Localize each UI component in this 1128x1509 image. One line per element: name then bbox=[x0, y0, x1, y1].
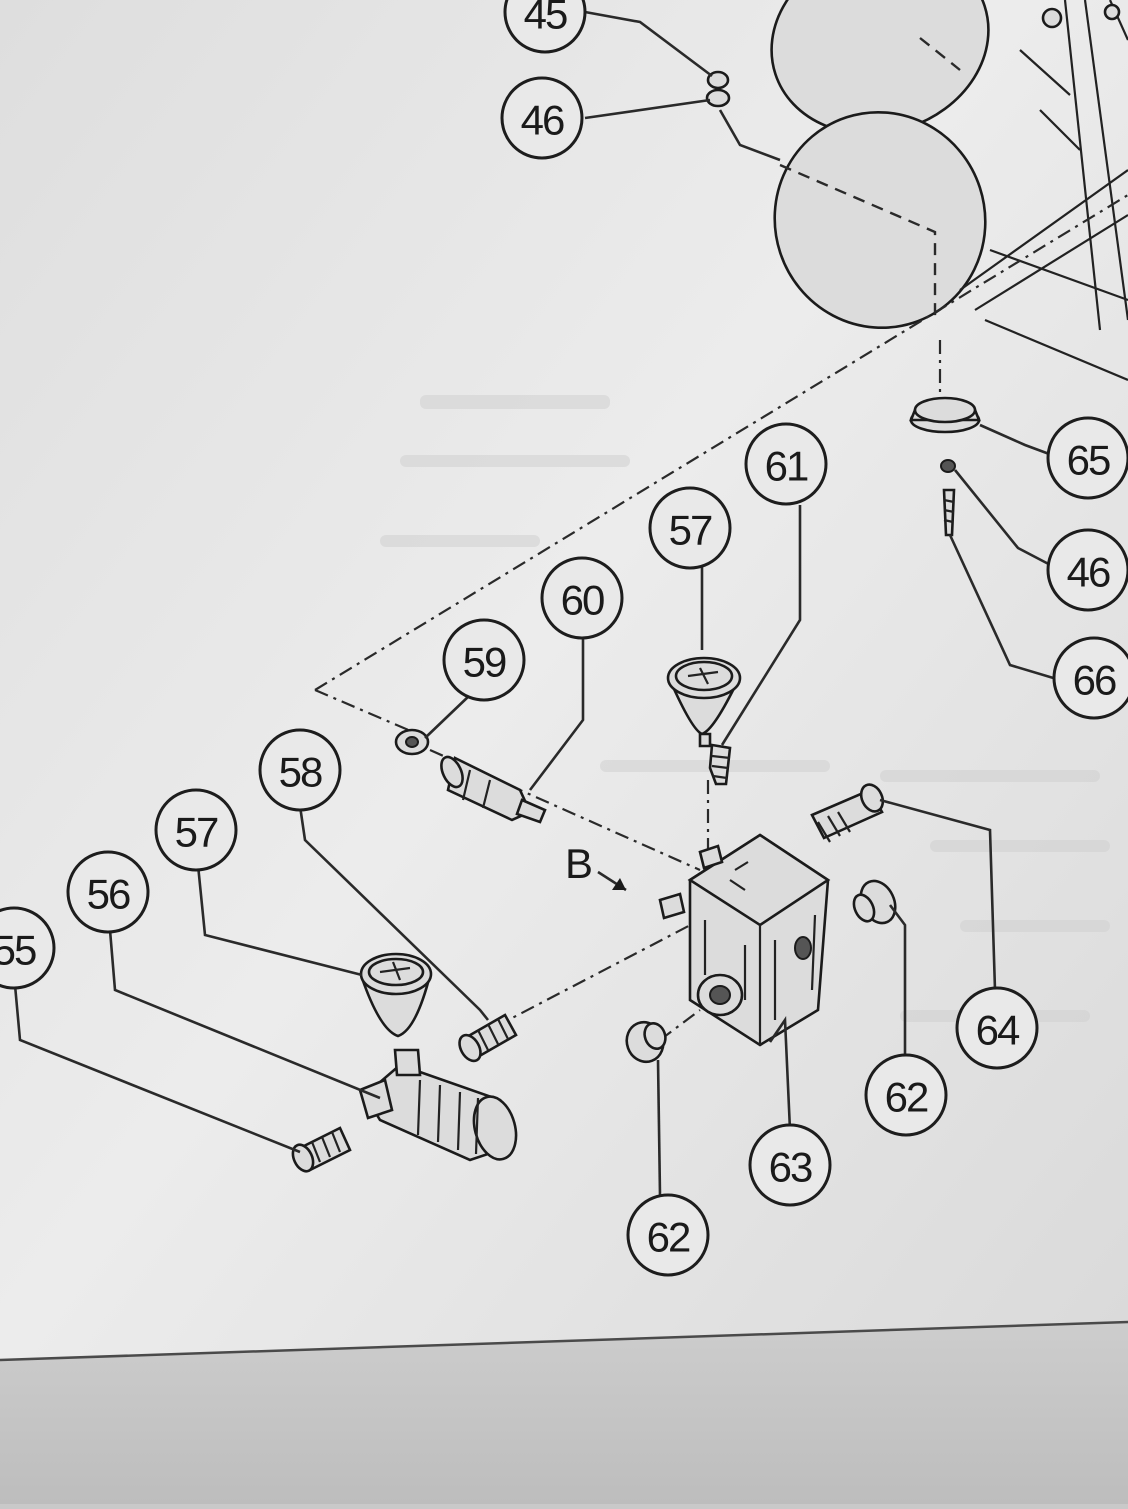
callout-circle bbox=[864, 1053, 948, 1137]
callout-60: 60 bbox=[540, 556, 624, 640]
callout-55: 55 bbox=[0, 906, 56, 990]
regulator-56 bbox=[358, 1048, 518, 1162]
callout-circle bbox=[0, 906, 56, 990]
callout-58: 58 bbox=[258, 728, 342, 812]
callout-46: 46 bbox=[1046, 528, 1128, 612]
plug-62-right bbox=[852, 879, 897, 925]
callout-circle bbox=[503, 0, 587, 54]
callout-45: 45 bbox=[503, 0, 587, 54]
callout-61: 61 bbox=[744, 422, 828, 506]
callout-65: 65 bbox=[1046, 416, 1128, 500]
foot-pad-65 bbox=[909, 340, 981, 434]
callout-circle bbox=[626, 1193, 710, 1277]
callout-circle bbox=[540, 556, 624, 640]
fitting-64 bbox=[810, 783, 885, 843]
washer-46-lower bbox=[940, 459, 956, 473]
callout-number: 57 bbox=[175, 809, 218, 856]
page-edge-line bbox=[0, 1320, 1128, 1362]
callout-66: 66 bbox=[1052, 636, 1128, 720]
callout-number: 59 bbox=[463, 639, 506, 686]
plug-62-bottom bbox=[625, 1020, 667, 1064]
callout-57: 57 bbox=[648, 486, 732, 570]
callout-number: 62 bbox=[647, 1214, 690, 1261]
callout-leaders bbox=[13, 10, 1061, 1196]
callout-number: 57 bbox=[669, 507, 712, 554]
callout-62: 62 bbox=[626, 1193, 710, 1277]
callout-number: 60 bbox=[561, 577, 604, 624]
tank-frame-assembly bbox=[770, 0, 1128, 382]
callout-circle bbox=[744, 422, 828, 506]
callout-number: 61 bbox=[765, 443, 808, 490]
callout-circle bbox=[648, 486, 732, 570]
screw-66 bbox=[942, 488, 956, 537]
fitting-61 bbox=[708, 743, 732, 786]
nut-59 bbox=[394, 728, 430, 756]
callout-46: 46 bbox=[500, 76, 584, 160]
callout-circle bbox=[154, 788, 238, 872]
callout-number: 65 bbox=[1067, 437, 1110, 484]
check-valve-60 bbox=[440, 755, 547, 824]
callout-circle bbox=[748, 1123, 832, 1207]
callout-circle bbox=[500, 76, 584, 160]
pressure-gauge-57-lower bbox=[359, 952, 433, 1038]
callout-number: 58 bbox=[279, 749, 322, 796]
callout-number: 46 bbox=[521, 97, 564, 144]
callout-number: 55 bbox=[0, 927, 36, 974]
callout-circle bbox=[258, 728, 342, 812]
callout-62: 62 bbox=[864, 1053, 948, 1137]
callout-circle bbox=[1052, 636, 1128, 720]
view-marker-b: B bbox=[565, 840, 627, 892]
pressure-gauge-57-upper bbox=[666, 656, 742, 748]
callout-56: 56 bbox=[66, 850, 150, 934]
callout-59: 59 bbox=[442, 618, 526, 702]
fitting-58 bbox=[458, 1013, 518, 1063]
callout-number: 45 bbox=[524, 0, 567, 38]
callout-number: 63 bbox=[769, 1144, 812, 1191]
callout-number: 66 bbox=[1073, 657, 1116, 704]
washer-nut-46-top bbox=[705, 70, 781, 162]
callout-64: 64 bbox=[955, 986, 1039, 1070]
page-bottom-edge bbox=[0, 1322, 1128, 1504]
callout-circle bbox=[66, 850, 150, 934]
callout-57: 57 bbox=[154, 788, 238, 872]
callout-number: 64 bbox=[976, 1007, 1020, 1054]
callout-number: 62 bbox=[885, 1074, 928, 1121]
callout-circle bbox=[955, 986, 1039, 1070]
callout-number: 46 bbox=[1067, 549, 1110, 596]
callout-labels: 45 46 61 57 60 59 58 57 56 55 65 46 66 64 62 63 62 bbox=[0, 0, 1128, 1277]
callout-circle bbox=[1046, 528, 1128, 612]
callout-number: 56 bbox=[87, 871, 130, 918]
manifold-block-63 bbox=[658, 833, 831, 1047]
callout-circle bbox=[442, 618, 526, 702]
view-marker-label: B bbox=[565, 840, 593, 887]
callout-63: 63 bbox=[748, 1123, 832, 1207]
callout-circle bbox=[1046, 416, 1128, 500]
